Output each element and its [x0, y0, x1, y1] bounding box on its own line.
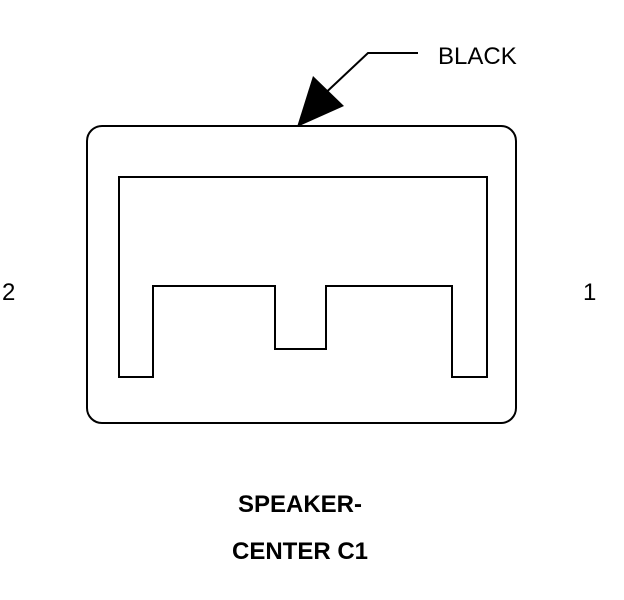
- pin-number-left: 2: [2, 279, 16, 306]
- connector-title-line2: CENTER C1: [231, 538, 369, 565]
- connector-title-line1: SPEAKER-: [237, 491, 363, 518]
- connector-cavity: [118, 176, 488, 378]
- color-leader-arrow: [297, 76, 344, 127]
- connector-housing: [86, 125, 517, 424]
- connector-color-label: BLACK: [438, 43, 517, 70]
- color-leader-line: [317, 52, 418, 101]
- pin-number-right: 1: [583, 279, 597, 306]
